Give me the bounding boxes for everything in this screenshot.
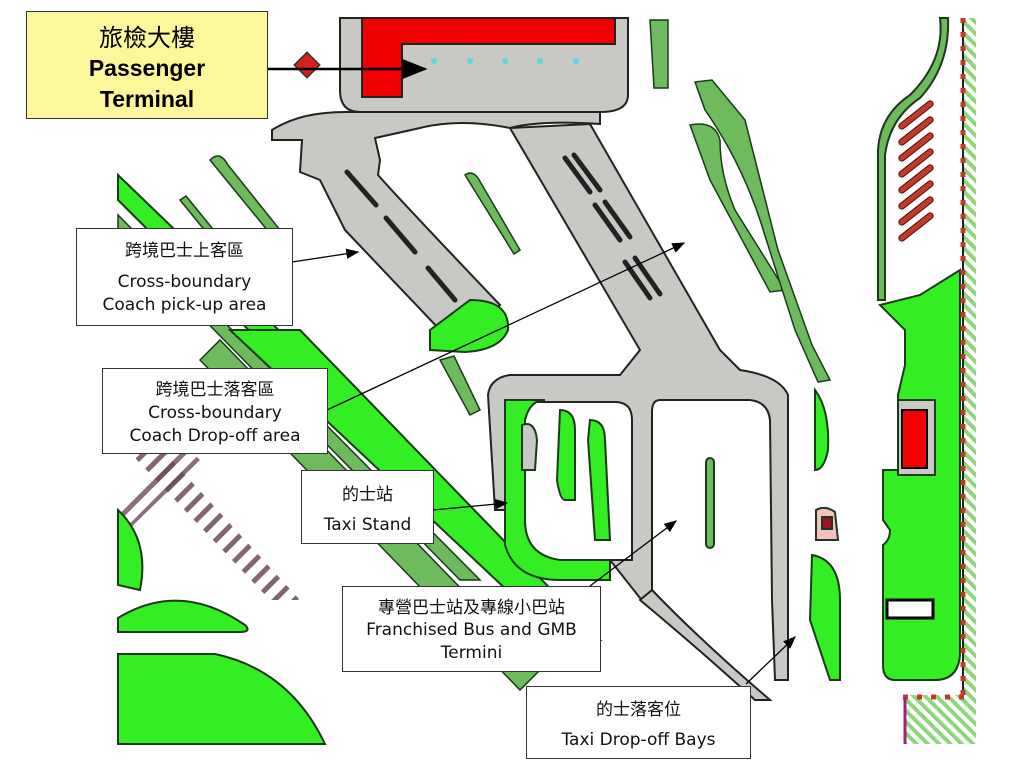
- taxi-stand-callout: 的士站 Taxi Stand: [301, 470, 434, 544]
- bus-gmb-termini-callout: 專營巴士站及專線小巴站 Franchised Bus and GMB Termi…: [342, 586, 601, 672]
- green-area: [117, 653, 327, 745]
- parking-bays: [898, 100, 934, 242]
- coach-pickup-label-en-2: Coach pick-up area: [102, 295, 267, 315]
- landscape-strips: [178, 19, 832, 416]
- taxi-stand-label-en: Taxi Stand: [323, 515, 412, 535]
- passenger-terminal-label-zh: 旅檢大樓: [99, 24, 195, 52]
- taxi-queue-islands: [504, 399, 715, 581]
- passenger-terminal-label-en-2: Terminal: [99, 86, 195, 112]
- coach-dropoff-label-zh: 跨境巴士落客區: [155, 380, 275, 400]
- passenger-terminal-building: [293, 17, 629, 113]
- right-landscape: [808, 17, 961, 681]
- coach-pickup-label-en-1: Cross-boundary: [117, 272, 252, 292]
- coach-pickup-callout: 跨境巴士上客區 Cross-boundary Coach pick-up are…: [76, 228, 293, 326]
- coach-dropoff-callout: 跨境巴士落客區 Cross-boundary Coach Drop-off ar…: [102, 368, 328, 454]
- coach-dropoff-label-en-1: Cross-boundary: [148, 403, 282, 423]
- coach-dropoff-label-en-2: Coach Drop-off area: [129, 426, 301, 446]
- passenger-terminal-label-en-1: Passenger: [88, 55, 206, 81]
- taxi-dropoff-label-en: Taxi Drop-off Bays: [561, 730, 716, 750]
- callout-arrows: [268, 59, 796, 685]
- bus-gmb-termini-label-zh: 專營巴士站及專線小巴站: [378, 598, 565, 618]
- green-area: [117, 599, 249, 633]
- taxi-dropoff-callout: 的士落客位 Taxi Drop-off Bays: [526, 686, 751, 759]
- green-area: [117, 507, 144, 592]
- green-area: [429, 298, 510, 354]
- bus-gmb-termini-label-en-2: Termini: [440, 643, 503, 663]
- passenger-terminal-callout: 旅檢大樓 Passenger Terminal: [26, 11, 268, 119]
- coach-bay-roads: [271, 111, 789, 701]
- taxi-stand-label-zh: 的士站: [342, 485, 393, 505]
- coach-pickup-label-zh: 跨境巴士上客區: [125, 241, 244, 261]
- site-boundary: [903, 18, 976, 744]
- taxi-dropoff-label-zh: 的士落客位: [596, 700, 681, 720]
- bus-gmb-termini-label-en-1: Franchised Bus and GMB: [366, 620, 577, 640]
